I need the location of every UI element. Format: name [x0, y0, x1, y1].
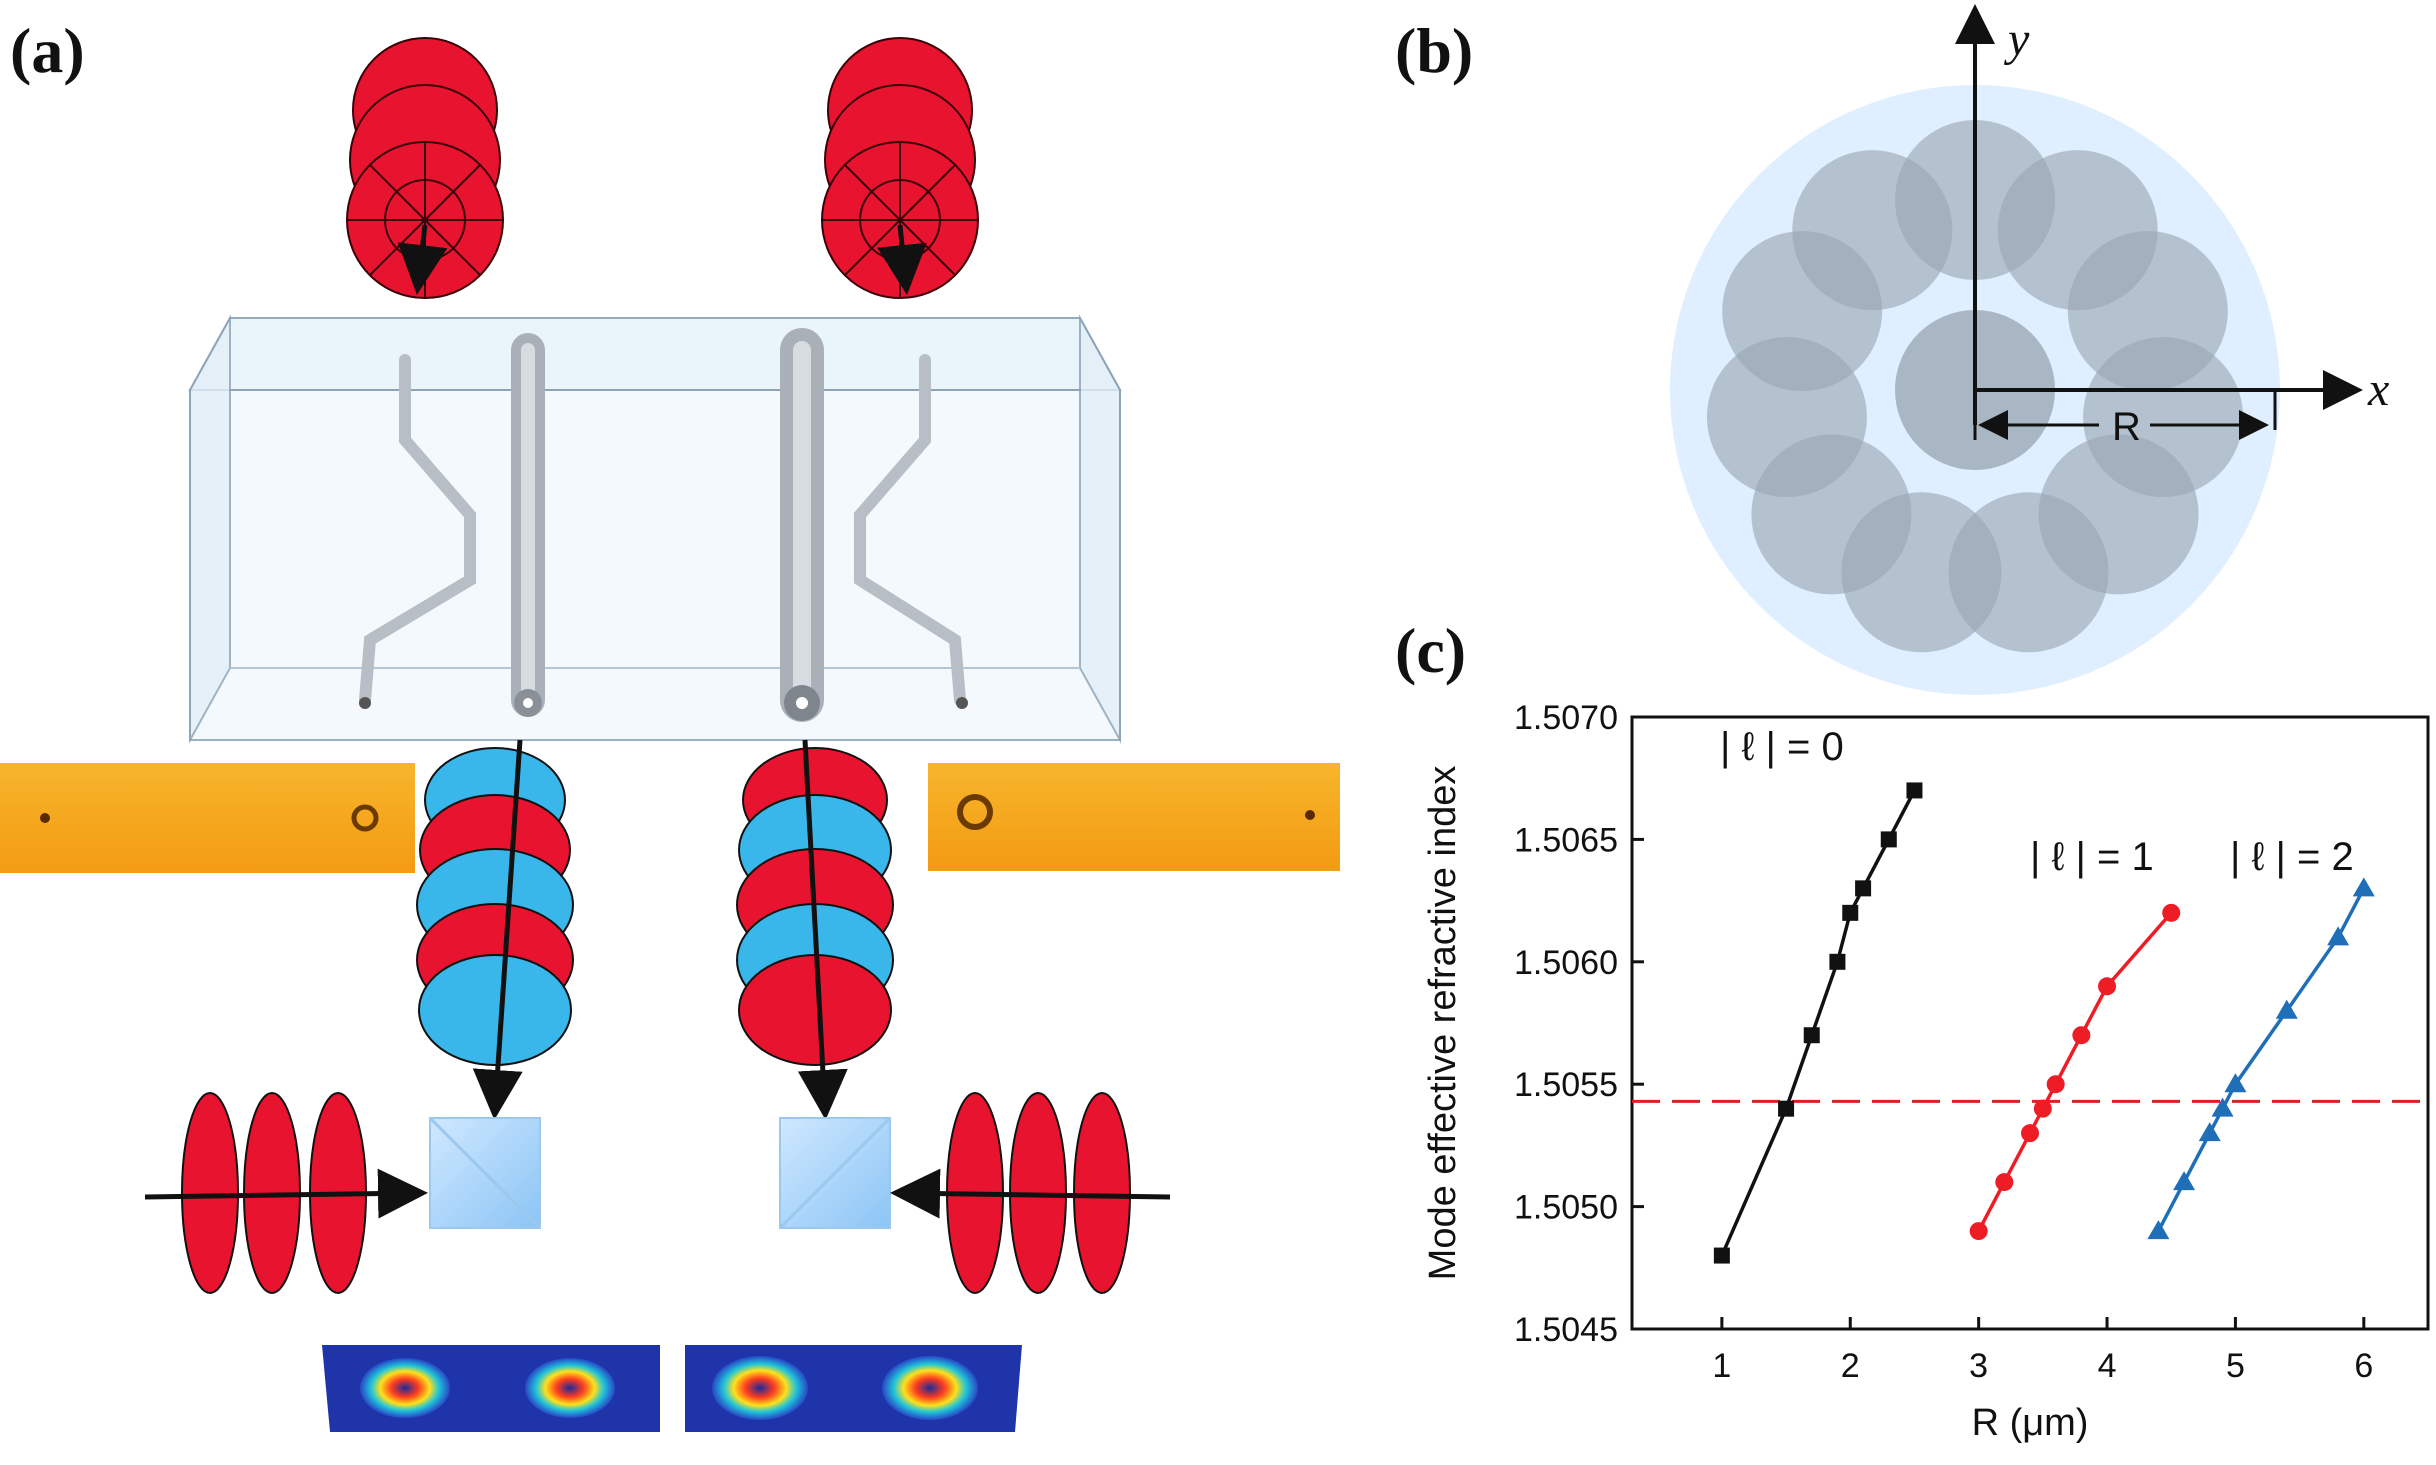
y-tick-label: 1.5055	[1514, 1066, 1618, 1104]
y-tick-label: 1.5050	[1514, 1189, 1618, 1227]
data-point	[1880, 831, 1897, 848]
series-line-0	[1720, 789, 1917, 1257]
outer-core	[1792, 150, 1953, 311]
data-point	[1829, 953, 1846, 970]
x-tick-labels: 1 2 3 4 5 6	[1712, 1347, 2373, 1385]
x-axis-title: R (μm)	[1972, 1402, 2089, 1444]
reference-beam-right	[890, 1092, 1171, 1294]
helical-wavefront-right	[736, 739, 894, 1120]
helical-wavefront-left	[416, 739, 574, 1120]
data-point	[2275, 999, 2298, 1019]
interference-pattern-left	[322, 1345, 660, 1432]
y-axis-label: y	[2003, 13, 2030, 66]
series-label-l1: | ℓ | = 1	[2030, 835, 2154, 879]
panel-c-label: (c)	[1395, 615, 1466, 686]
waveguides	[359, 328, 968, 722]
panel-b-diagram: (b) y x R	[1395, 4, 2389, 695]
y-tick-label: 1.5060	[1514, 944, 1618, 982]
x-tick-label: 2	[1841, 1347, 1860, 1385]
series-line-2	[2156, 887, 2366, 1232]
data-point	[2033, 1099, 2052, 1118]
data-point	[1969, 1222, 1988, 1241]
glass-chip	[188, 314, 1122, 744]
panel-b-label: (b)	[1395, 15, 1473, 86]
data-point	[2162, 903, 2181, 922]
core-array	[1706, 120, 2244, 653]
data-point	[2072, 1026, 2091, 1045]
data-point	[1906, 782, 1923, 799]
data-point	[1778, 1100, 1795, 1117]
radius-label: R	[2112, 405, 2141, 449]
intensity-image-right	[928, 763, 1340, 871]
y-tick-labels: 1.5045 1.5050 1.5055 1.5060 1.5065 1.5070	[1514, 699, 1618, 1349]
tick-marks	[1632, 715, 2366, 1331]
x-tick-label: 4	[2098, 1347, 2117, 1385]
series-line-1	[1977, 911, 2173, 1232]
y-tick-label: 1.5070	[1514, 699, 1618, 737]
beam-splitter-right	[778, 1116, 892, 1230]
data-point	[1855, 880, 1872, 897]
data-point	[1803, 1027, 1820, 1044]
data-point	[1995, 1173, 2014, 1192]
input-polarization-discs-right	[821, 37, 979, 299]
panel-a-label: (a)	[10, 15, 85, 86]
plot-frame	[1630, 715, 2430, 1331]
data-point	[2098, 977, 2117, 996]
y-tick-label: 1.5065	[1514, 821, 1618, 859]
x-tick-label: 3	[1969, 1347, 1988, 1385]
interference-pattern-right	[685, 1345, 1022, 1432]
intensity-image-left	[0, 763, 415, 873]
series-label-l0: | ℓ | = 0	[1720, 725, 1844, 769]
data-point	[2147, 1220, 2170, 1240]
x-tick-label: 1	[1712, 1347, 1731, 1385]
data-point	[2224, 1073, 2247, 1093]
data-point	[2198, 1122, 2221, 1142]
data-point	[2173, 1171, 2196, 1191]
data-point	[2352, 877, 2375, 897]
y-tick-label: 1.5045	[1514, 1311, 1618, 1349]
data-point	[1713, 1247, 1730, 1264]
panel-c-chart: (c) 1.5045 1.5050 1.5055 1.5060 1.5065 1.5070…	[1395, 615, 2430, 1444]
x-tick-label: 5	[2226, 1347, 2245, 1385]
data-point	[2046, 1075, 2065, 1094]
beam-splitter-left	[428, 1116, 542, 1230]
input-polarization-discs-left	[346, 37, 504, 299]
data-point	[2021, 1124, 2039, 1143]
x-axis-label: x	[2367, 363, 2389, 416]
y-axis-title: Mode effective refractive index	[1422, 766, 1464, 1281]
data-point	[2327, 926, 2350, 946]
series-label-l2: | ℓ | = 2	[2230, 835, 2354, 879]
data-point	[1842, 904, 1859, 921]
data-point	[2211, 1097, 2234, 1117]
reference-beam-left	[144, 1092, 428, 1294]
data-series	[1713, 782, 2375, 1264]
x-tick-label: 6	[2354, 1347, 2373, 1385]
panel-a-illustration: (a)	[0, 15, 1340, 1432]
